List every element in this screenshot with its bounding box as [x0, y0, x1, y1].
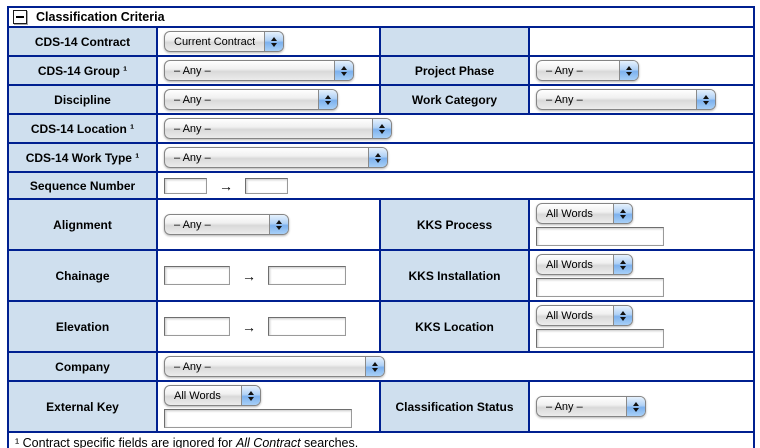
label-sequence-number: Sequence Number	[7, 171, 158, 200]
stepper-icon	[318, 90, 337, 109]
label-kks-process: KKS Process	[379, 198, 530, 251]
chainage-to-input[interactable]	[268, 266, 346, 285]
stepper-icon	[626, 397, 645, 416]
label-alignment: Alignment	[7, 198, 158, 251]
classification-status-value: – Any –	[546, 400, 583, 413]
elevation-to-input[interactable]	[268, 317, 346, 336]
cds14-work-type-value: – Any –	[174, 151, 211, 164]
kks-location-mode-select[interactable]: All Words	[536, 305, 633, 326]
cds14-contract-value: Current Contract	[174, 35, 256, 48]
label-cds14-group: CDS-14 Group ¹	[7, 55, 158, 86]
label-cds14-work-type: CDS-14 Work Type ¹	[7, 142, 158, 173]
sequence-from-input[interactable]	[164, 177, 207, 194]
label-chainage: Chainage	[7, 249, 158, 302]
stepper-icon	[372, 119, 391, 138]
cds14-location-value: – Any –	[174, 122, 211, 135]
kks-installation-mode-select[interactable]: All Words	[536, 254, 633, 275]
stepper-icon	[619, 61, 638, 80]
chainage-from-input[interactable]	[164, 266, 230, 285]
project-phase-value: – Any –	[546, 64, 583, 77]
kks-location-mode-value: All Words	[546, 309, 593, 322]
footnote-italic: All Contract	[235, 436, 301, 448]
stepper-icon	[269, 215, 288, 234]
kks-process-input[interactable]	[536, 227, 664, 246]
stepper-icon	[264, 32, 283, 51]
cds14-group-select[interactable]: – Any –	[164, 60, 354, 81]
stepper-icon	[365, 357, 384, 376]
kks-installation-mode-value: All Words	[546, 258, 593, 271]
kks-installation-input[interactable]	[536, 278, 664, 297]
label-classification-status: Classification Status	[379, 380, 530, 433]
discipline-select[interactable]: – Any –	[164, 89, 338, 110]
cds14-contract-select[interactable]: Current Contract	[164, 31, 284, 52]
label-external-key: External Key	[7, 380, 158, 433]
footnote: ¹ Contract specific fields are ignored f…	[6, 431, 756, 448]
external-key-input[interactable]	[164, 409, 352, 428]
project-phase-select[interactable]: – Any –	[536, 60, 639, 81]
stepper-icon	[696, 90, 715, 109]
kks-process-mode-value: All Words	[546, 207, 593, 220]
section-header: Classification Criteria	[6, 6, 756, 28]
range-arrow-icon: →	[242, 267, 256, 284]
classification-criteria-panel: Classification Criteria CDS-14 Contract …	[6, 6, 756, 448]
stepper-icon	[368, 148, 387, 167]
cds14-group-value: – Any –	[174, 64, 211, 77]
label-cds14-location: CDS-14 Location ¹	[7, 113, 158, 144]
range-arrow-icon: →	[219, 177, 233, 194]
discipline-value: – Any –	[174, 93, 211, 106]
stepper-icon	[613, 204, 632, 223]
label-project-phase: Project Phase	[379, 55, 530, 86]
label-kks-location: KKS Location	[379, 300, 530, 353]
stepper-icon	[613, 255, 632, 274]
label-kks-installation: KKS Installation	[379, 249, 530, 302]
footnote-prefix: ¹ Contract specific fields are ignored f…	[15, 436, 236, 448]
label-work-category: Work Category	[379, 84, 530, 115]
empty-cell	[527, 26, 756, 57]
label-company: Company	[7, 351, 158, 382]
label-cds14-contract: CDS-14 Contract	[7, 26, 158, 57]
minus-icon	[16, 16, 24, 18]
work-category-select[interactable]: – Any –	[536, 89, 716, 110]
classification-status-select[interactable]: – Any –	[536, 396, 646, 417]
label-discipline: Discipline	[7, 84, 158, 115]
kks-location-input[interactable]	[536, 329, 664, 348]
elevation-from-input[interactable]	[164, 317, 230, 336]
alignment-select[interactable]: – Any –	[164, 214, 289, 235]
criteria-table: Classification Criteria CDS-14 Contract …	[6, 6, 756, 448]
external-key-mode-value: All Words	[174, 389, 221, 402]
company-select[interactable]: – Any –	[164, 356, 385, 377]
external-key-mode-select[interactable]: All Words	[164, 385, 261, 406]
footnote-suffix: searches.	[300, 436, 359, 448]
stepper-icon	[334, 61, 353, 80]
work-category-value: – Any –	[546, 93, 583, 106]
empty-label-cell	[379, 26, 530, 57]
kks-process-mode-select[interactable]: All Words	[536, 203, 633, 224]
sequence-to-input[interactable]	[245, 177, 288, 194]
alignment-value: – Any –	[174, 218, 211, 231]
label-elevation: Elevation	[7, 300, 158, 353]
stepper-icon	[613, 306, 632, 325]
cds14-location-select[interactable]: – Any –	[164, 118, 392, 139]
stepper-icon	[241, 386, 260, 405]
company-value: – Any –	[174, 360, 211, 373]
collapse-toggle[interactable]	[13, 10, 27, 24]
range-arrow-icon: →	[242, 318, 256, 335]
cds14-work-type-select[interactable]: – Any –	[164, 147, 388, 168]
section-title: Classification Criteria	[36, 10, 165, 24]
